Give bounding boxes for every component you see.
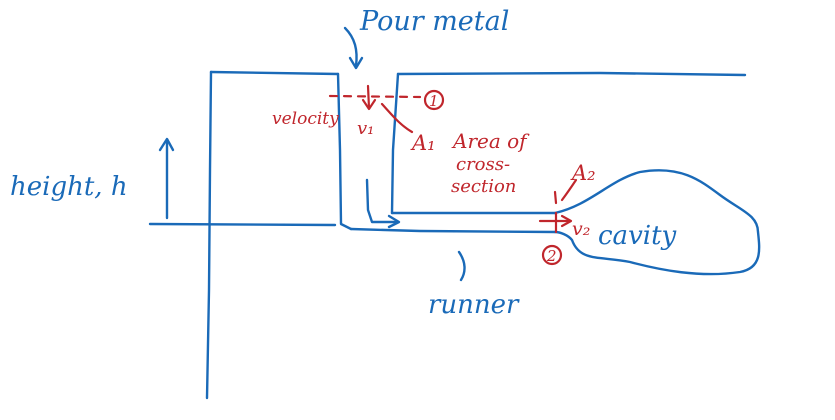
mold-left-top bbox=[209, 70, 340, 76]
velocity-label: velocity bbox=[272, 109, 339, 129]
sprue-right-wall bbox=[390, 72, 400, 215]
mold-structure bbox=[148, 26, 761, 400]
mold-left-wall bbox=[205, 70, 213, 400]
area-line-3: section bbox=[451, 176, 516, 197]
pour-metal-label: Pour metal bbox=[359, 6, 509, 37]
v2-arrow-head bbox=[560, 214, 573, 228]
flow-arrow-head bbox=[387, 214, 401, 229]
runner-pointer bbox=[457, 250, 466, 282]
area-line-1: Area of bbox=[451, 129, 530, 153]
point-2-label: 2 bbox=[546, 247, 557, 265]
point-1-label: 1 bbox=[429, 92, 439, 110]
v1-arrow-head bbox=[361, 98, 377, 111]
runner-label: runner bbox=[428, 290, 520, 320]
pour-arrow-head bbox=[348, 56, 364, 70]
v1-label: v₁ bbox=[357, 118, 374, 139]
area-line-2: cross- bbox=[456, 154, 510, 175]
a2-pointer bbox=[560, 178, 578, 202]
a2-label: A₂ bbox=[570, 161, 596, 185]
cavity-outline bbox=[553, 169, 761, 276]
level-line-1 bbox=[328, 94, 422, 99]
a2-tick bbox=[553, 190, 558, 205]
annotations bbox=[328, 84, 578, 266]
v1-arrow bbox=[366, 84, 371, 110]
runner-bottom bbox=[349, 227, 557, 234]
a1-label: A₁ bbox=[410, 131, 436, 155]
ground-line bbox=[148, 222, 337, 227]
sprue-left-wall bbox=[336, 72, 353, 231]
point-2-circle bbox=[541, 244, 563, 266]
pour-arrow bbox=[343, 26, 358, 68]
mold-right-top bbox=[396, 71, 747, 77]
flow-arrow-sprue bbox=[365, 178, 400, 224]
point-1-circle bbox=[423, 89, 445, 111]
v2-label: v₂ bbox=[572, 218, 590, 240]
cavity-label: cavity bbox=[598, 221, 677, 251]
height-label: height, h bbox=[10, 172, 128, 202]
height-arrow-head bbox=[158, 137, 175, 152]
a1-pointer bbox=[380, 102, 414, 134]
